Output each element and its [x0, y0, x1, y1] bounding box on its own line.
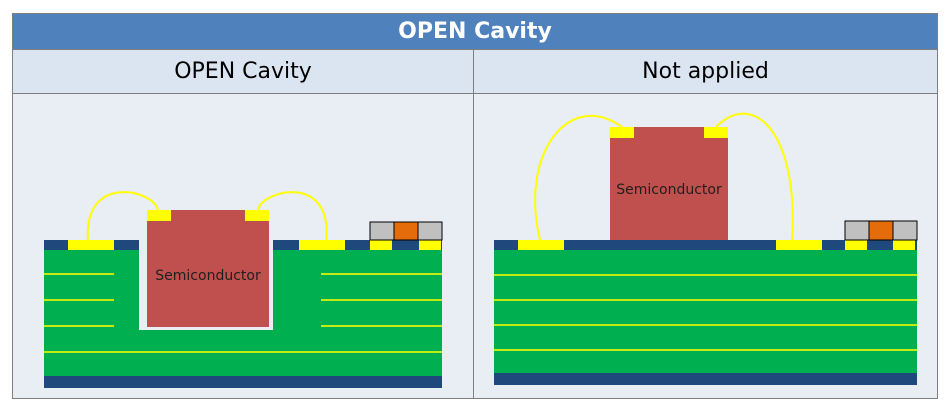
bond-pad: [518, 240, 564, 250]
component-pad: [370, 240, 392, 250]
bond-pad: [68, 240, 114, 250]
component-pad: [845, 240, 867, 250]
component-body: [868, 220, 894, 241]
open-cavity-panel: Semiconductor: [13, 94, 474, 398]
bottom-blue-layer: [494, 373, 917, 385]
chip-pad: [704, 127, 728, 138]
component-left-terminal: [844, 220, 870, 241]
open-cavity-diagram: Semiconductor: [44, 191, 443, 388]
bond-wire: [86, 191, 159, 241]
comparison-table: OPEN Cavity OPEN Cavity Not applied: [12, 13, 938, 399]
component-pad: [893, 240, 915, 250]
not-applied-panel: Semiconductor: [474, 94, 937, 398]
bond-pad: [299, 240, 345, 250]
substrate-body: [494, 250, 917, 373]
table-title: OPEN Cavity: [13, 14, 937, 50]
bond-wire: [257, 191, 328, 241]
chip-label: Semiconductor: [155, 268, 261, 284]
semiconductor-chip: [610, 127, 728, 240]
component-right-terminal: [892, 220, 918, 241]
bond-wire: [715, 112, 794, 241]
bottom-blue-layer: [44, 376, 442, 388]
component-body: [393, 221, 419, 241]
component-pad: [419, 240, 441, 250]
column-header-open-cavity: OPEN Cavity: [13, 50, 474, 94]
bond-pad: [776, 240, 822, 250]
top-blue-layer: [494, 240, 917, 250]
bond-wire: [534, 114, 623, 241]
chip-pad: [245, 210, 269, 221]
component-right-terminal: [417, 221, 443, 241]
chip-pad: [147, 210, 171, 221]
component-left-terminal: [369, 221, 395, 241]
chip-label: Semiconductor: [616, 182, 722, 198]
not-applied-diagram: Semiconductor: [494, 112, 918, 385]
top-blue-layer: [273, 240, 442, 250]
column-header-not-applied: Not applied: [474, 50, 937, 94]
chip-pad: [610, 127, 634, 138]
semiconductor-chip: [147, 210, 269, 327]
